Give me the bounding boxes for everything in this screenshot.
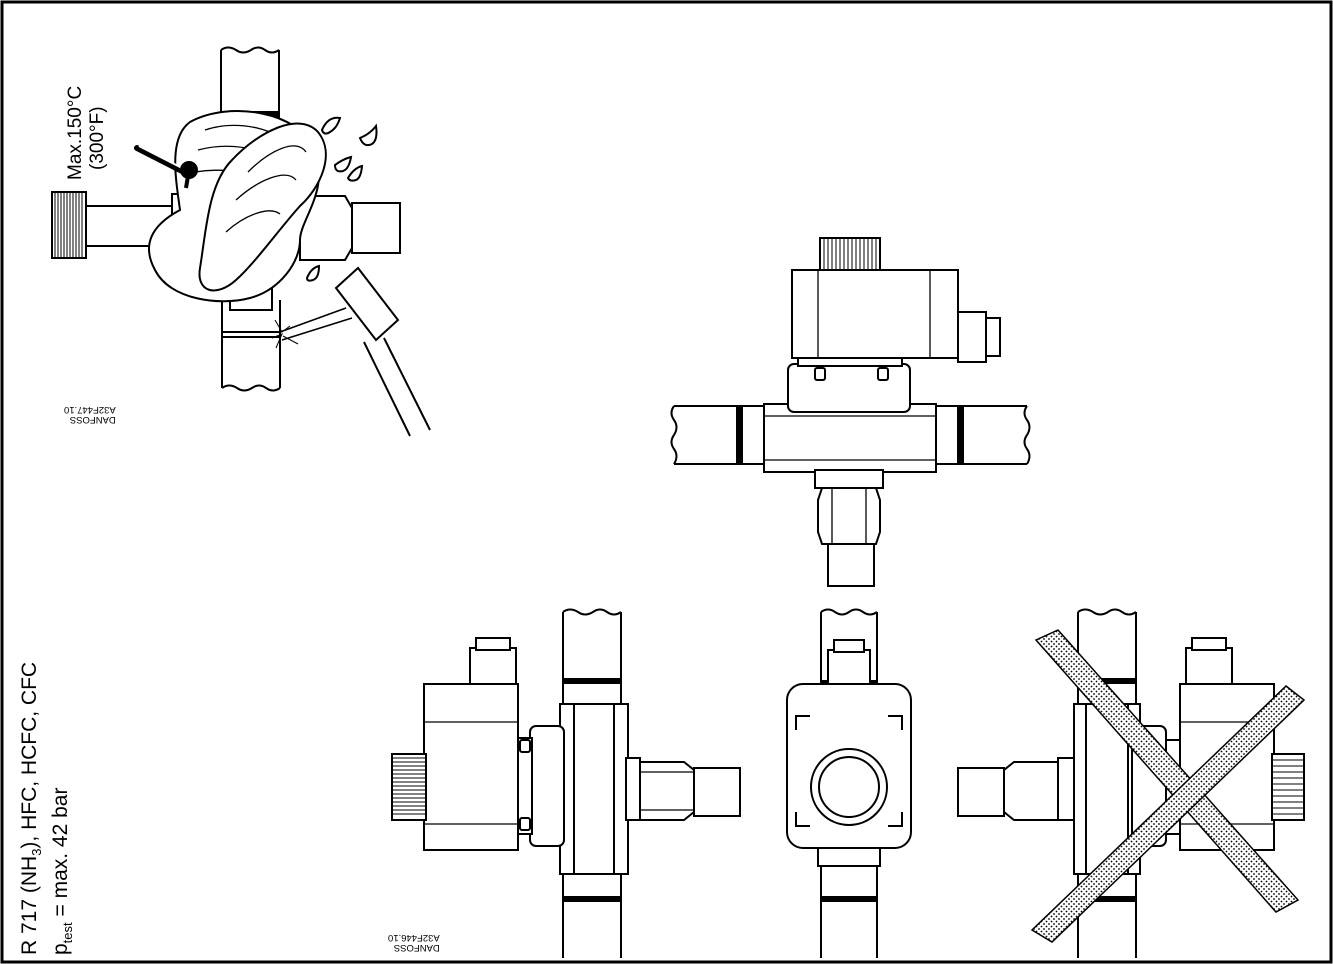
temperature-celsius: Max.150°C: [65, 85, 86, 180]
refrigerant-line: R 717 (NH3), HFC, HCFC, CFC: [18, 661, 45, 955]
brazing-illustration: [51, 46, 431, 437]
valve-front-view: [670, 237, 1031, 587]
drawing-code-1: DANFOSS A32F447.10: [64, 404, 116, 425]
temperature-fahrenheit: (300°F): [87, 106, 108, 170]
valve-top-view: [786, 608, 912, 958]
cross-band-2: [1030, 685, 1306, 943]
cross-band-1: [1034, 629, 1300, 913]
side-caption: R 717 (NH3), HFC, HCFC, CFC ptest = max.…: [18, 662, 80, 955]
drawing-code-2: DANFOSS A32F446.10: [388, 932, 440, 953]
valve-incorrect-view: [957, 608, 1306, 958]
valve-side-view-left: [391, 608, 741, 958]
test-pressure-line: ptest = max. 42 bar: [49, 787, 76, 955]
